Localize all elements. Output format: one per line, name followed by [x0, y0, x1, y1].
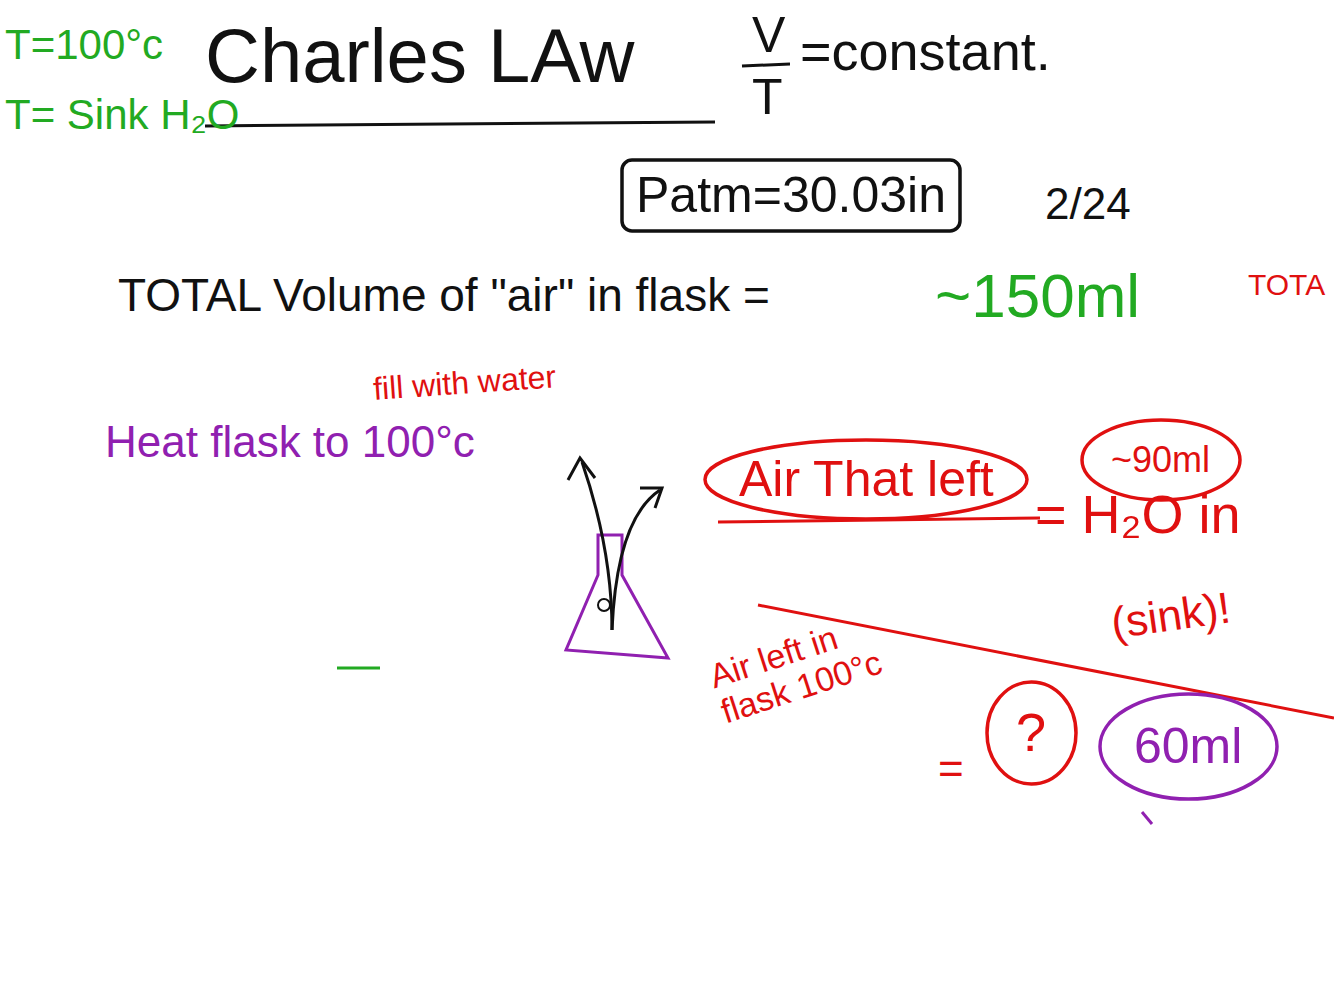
node-text: ? — [1016, 703, 1046, 762]
equation-part: = H₂O in — [1035, 485, 1241, 544]
instruction-note: fill with water — [372, 359, 557, 407]
pen-mark — [1142, 812, 1152, 824]
fraction-bar — [742, 64, 790, 66]
outline-shape — [1100, 694, 1277, 799]
equals-sign: = — [938, 745, 964, 793]
circled-unknown: ? — [985, 680, 1078, 786]
circled-text: Air That left — [703, 438, 1029, 521]
cut-note: TOTA — [1248, 268, 1325, 301]
outline-shape — [987, 682, 1076, 784]
flask-bubble — [598, 599, 610, 611]
flask-symbol — [566, 535, 668, 658]
equation-part: (sink)! — [1108, 583, 1233, 648]
arrow-head — [568, 458, 595, 480]
volume-statement: TOTAL Volume of "air" in flask = — [118, 270, 770, 321]
outline-shape — [622, 160, 960, 231]
formula-part: V — [752, 8, 785, 63]
arrow-head — [640, 488, 662, 508]
node-text: 60ml — [1134, 719, 1242, 774]
outline-shape — [705, 440, 1027, 519]
node-text: Air That left — [739, 452, 994, 507]
circled-answer: 60ml — [1098, 692, 1279, 801]
circled-value: ~90ml — [1080, 418, 1242, 502]
escape-arrow — [582, 462, 612, 630]
outline-shape — [1082, 420, 1240, 500]
temperature-note: T=100°c — [5, 22, 163, 68]
formula-part: T — [752, 70, 783, 125]
dash-mark — [337, 667, 380, 670]
date-note: 2/24 — [1045, 180, 1131, 228]
node-text: Patm=30.03in — [636, 168, 946, 223]
instruction-note: Heat flask to 100°c — [105, 418, 475, 466]
escape-arrow — [612, 490, 660, 630]
pressure-box: Patm=30.03in — [620, 158, 962, 233]
temperature-note: T= Sink H₂O — [5, 92, 240, 138]
node-text: ~90ml — [1111, 440, 1210, 480]
formula-part: =constant. — [800, 22, 1051, 81]
title: Charles LAw — [205, 14, 634, 98]
question-note: Air left in flask 100°c — [705, 606, 895, 731]
title-underline — [205, 122, 715, 126]
volume-value: ~150ml — [935, 262, 1140, 330]
